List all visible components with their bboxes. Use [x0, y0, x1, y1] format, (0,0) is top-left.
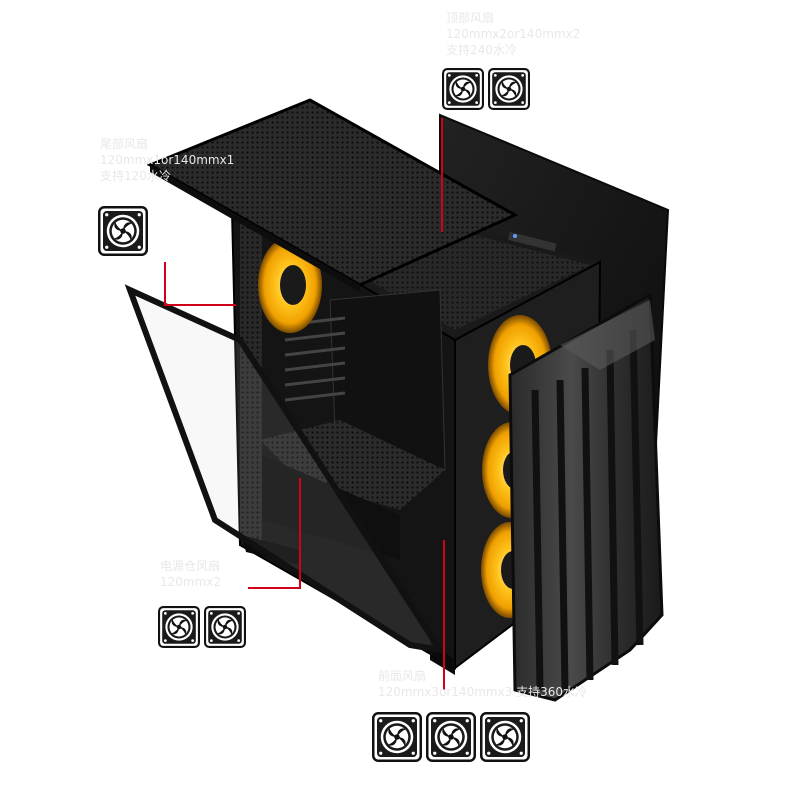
- front-fan-size: 120mmx3or140mmx3 支持360水冷: [378, 685, 588, 699]
- side-fan-title: 尾部风扇: [100, 137, 149, 151]
- fan-slot-icon: [372, 712, 422, 762]
- fan-slot-icon: [442, 68, 484, 110]
- top-fan-title: 顶部风扇: [446, 11, 495, 25]
- front-panel: [508, 292, 664, 702]
- bottom-fan-caption: 电源仓风扇 120mmx2: [160, 558, 221, 590]
- front-fan-caption: 前面风扇 120mmx3or140mmx3 支持360水冷: [378, 668, 587, 700]
- bottom-callout-line: [248, 478, 301, 589]
- top-fan-radiator: 支持240水冷: [446, 43, 517, 57]
- fan-slot-icon: [204, 606, 246, 648]
- bottom-fan-size: 120mmx2: [160, 575, 222, 589]
- side-fan-icons: [98, 206, 148, 256]
- side-fan-size: 120mmx1or140mmx1: [100, 153, 235, 167]
- front-fan-icons: [372, 712, 530, 762]
- fan-slot-icon: [480, 712, 530, 762]
- bottom-fan-icons: [158, 606, 246, 648]
- top-fan-icons: [442, 68, 530, 110]
- glass-side-panel: [124, 284, 447, 655]
- fan-slot-icon: [488, 68, 530, 110]
- side-callout-line: [164, 262, 236, 306]
- bottom-fan-title: 电源仓风扇: [160, 559, 221, 573]
- fan-slot-icon: [158, 606, 200, 648]
- top-fan-size: 120mmx2or140mmx2: [446, 27, 581, 41]
- side-fan-radiator: 支持120水冷: [100, 169, 171, 183]
- front-fan-title: 前面风扇: [378, 669, 427, 683]
- fan-slot-icon: [98, 206, 148, 256]
- side-fan-caption: 尾部风扇 120mmx1or140mmx1 支持120水冷: [100, 136, 234, 184]
- top-dust-filter: [146, 98, 519, 292]
- callout-lines: [164, 118, 445, 690]
- top-fan-caption: 顶部风扇 120mmx2or140mmx2 支持240水冷: [446, 10, 580, 58]
- fan-slot-icon: [426, 712, 476, 762]
